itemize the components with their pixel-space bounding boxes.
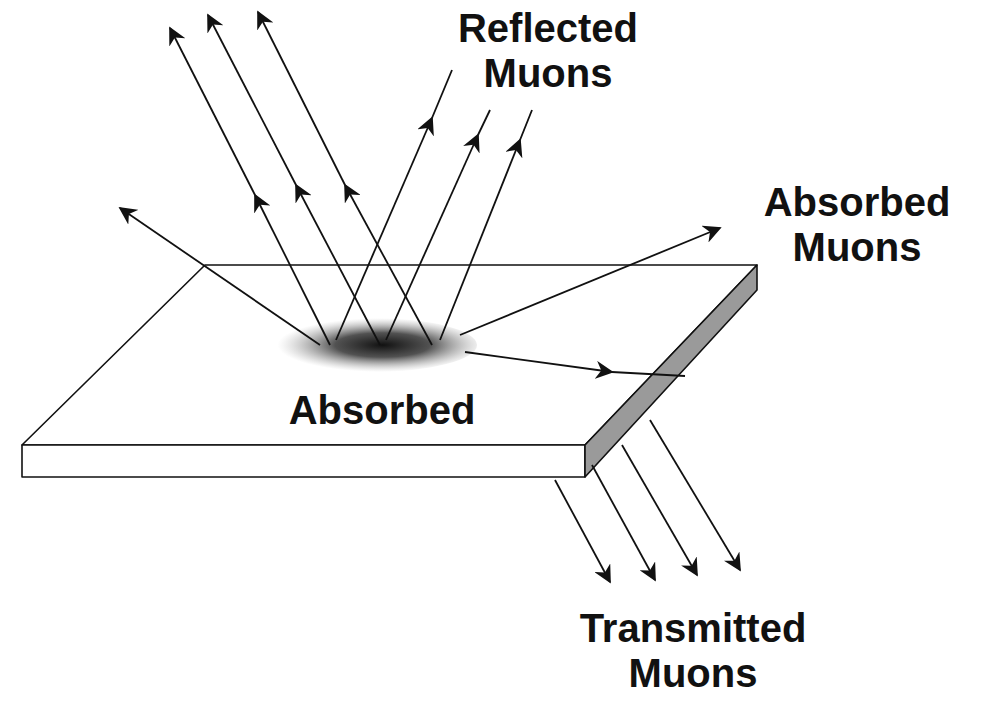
region-label: Transmitted Muons [543, 606, 843, 696]
region-label: Absorbed Muons [732, 180, 982, 270]
muon-arrows [120, 12, 740, 582]
slab [22, 265, 757, 477]
region-label: Absorbed [289, 388, 476, 433]
region-label: Reflected Muons [423, 6, 673, 96]
